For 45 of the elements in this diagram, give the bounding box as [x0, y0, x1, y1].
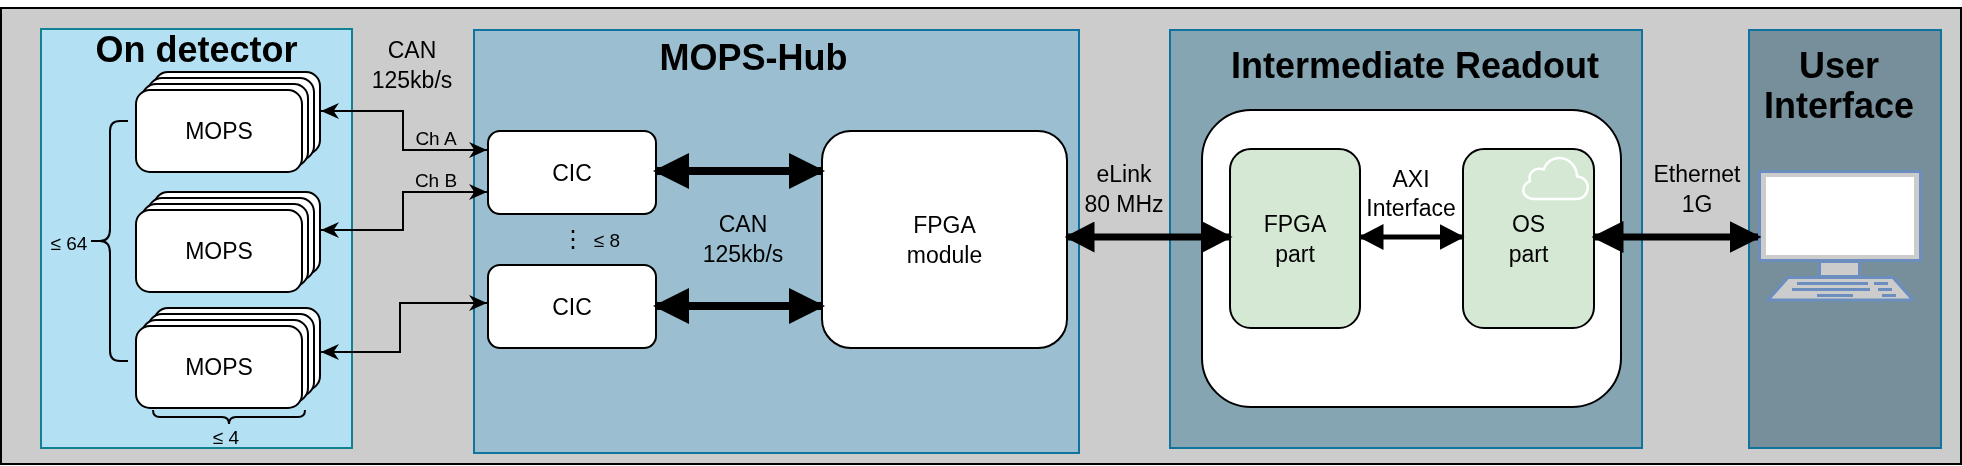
edge-label: AXI Interface	[1365, 165, 1457, 223]
node-label: MOPS	[185, 117, 253, 146]
node-label: CIC	[552, 292, 592, 322]
panel-title: On detector	[95, 30, 298, 70]
group-panel	[1748, 29, 1942, 449]
computer-icon	[1758, 170, 1922, 302]
annotation: CAN 125kb/s	[370, 36, 454, 95]
annotation: ≤ 64	[50, 234, 88, 253]
group-panel	[1169, 29, 1643, 449]
group-panel	[40, 28, 353, 449]
annotation: ≤ 8	[593, 231, 621, 250]
rounded-box	[1201, 109, 1622, 408]
node-label: FPGA module	[905, 210, 984, 270]
group-panel	[473, 29, 1080, 454]
edge-label: Ch B	[414, 171, 458, 190]
node-label: MOPS	[185, 353, 253, 382]
panel-title: User Interface	[1762, 46, 1916, 126]
node-label: CIC	[552, 158, 592, 188]
double-headed-arrow	[653, 288, 825, 324]
stacked-box	[135, 307, 321, 409]
double-headed-arrow	[1064, 221, 1233, 253]
annotation: ⋮	[561, 226, 585, 252]
double-headed-arrow	[320, 184, 488, 238]
panel-title: MOPS-Hub	[659, 38, 848, 78]
edge-label: eLink 80 MHz	[1083, 160, 1165, 219]
annotation: ≤ 4	[212, 428, 240, 447]
double-headed-arrow	[1591, 221, 1762, 253]
double-headed-arrow	[320, 103, 488, 158]
double-headed-arrow	[653, 153, 825, 189]
process-box	[1229, 148, 1361, 329]
node-label: FPGA part	[1262, 209, 1328, 269]
process-box	[487, 264, 657, 349]
stacked-box	[135, 71, 321, 173]
node-label: MOPS	[185, 237, 253, 266]
annotation: CAN 125kb/s	[701, 210, 785, 269]
process-box	[487, 130, 657, 215]
double-headed-arrow	[1358, 224, 1465, 250]
process-box	[821, 130, 1068, 349]
edge-label: Ch A	[415, 129, 457, 148]
node-label: OS part	[1507, 209, 1550, 269]
process-box	[1462, 148, 1595, 329]
edge-label: Ethernet 1G	[1652, 160, 1742, 219]
double-headed-arrow	[320, 295, 488, 360]
stacked-box	[135, 191, 321, 293]
panel-title: Intermediate Readout	[1230, 46, 1600, 86]
